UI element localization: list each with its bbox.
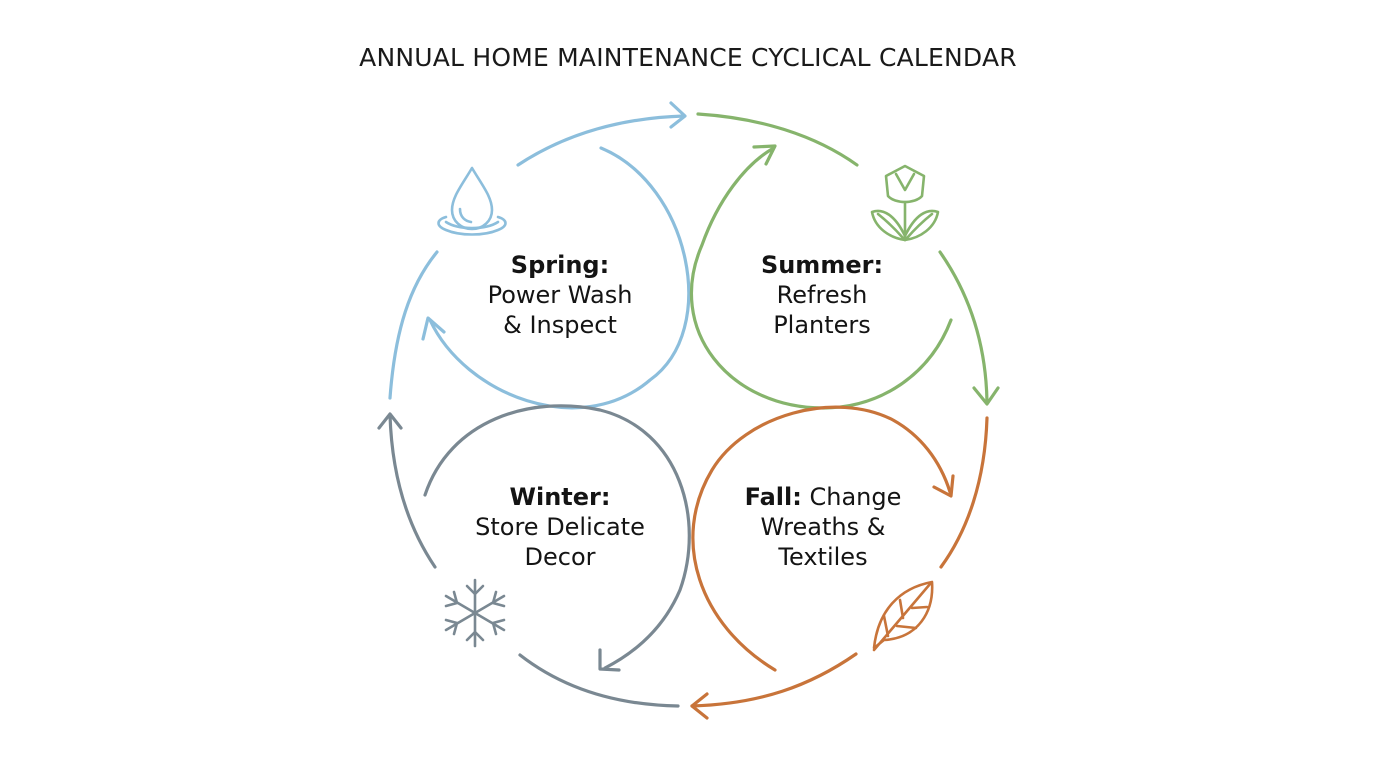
spring-inner-arrowhead [421,316,446,341]
fall-inner-arrowhead [932,474,955,498]
winter-task-line-1: Store Delicate [475,513,645,541]
winter-label: Winter: Store Delicate Decor [460,482,660,572]
tulip-icon [870,164,940,242]
spring-top-arrowhead [669,101,687,129]
winter-inner-arrowhead [598,648,621,672]
fall-outer-arc-right [939,416,989,569]
spring-label: Spring: Power Wash & Inspect [460,250,660,340]
winter-left-arrowhead [377,412,403,430]
fall-task-line-2: Wreaths & [760,513,886,541]
summer-inner-arc [689,147,953,410]
summer-outer-arc-right [938,250,989,404]
summer-season-name: Summer: [760,251,884,279]
winter-inner-arc [423,404,691,670]
summer-task-line-2: Planters [773,311,871,339]
summer-inner-arrowhead [752,144,777,166]
summer-label: Summer: Refresh Planters [722,250,922,340]
summer-cycle [689,112,1000,410]
summer-right-arrowhead [972,386,1000,406]
spring-outer-arc-top [516,114,686,167]
winter-season-name: Winter: [509,483,611,511]
spring-outer-arc [388,250,439,400]
fall-outer-arc-bottom [690,652,858,708]
diagram-title: ANNUAL HOME MAINTENANCE CYCLICAL CALENDA… [359,43,1017,72]
spring-task-line-1: Power Wash [487,281,633,309]
fall-season-name: Fall: [744,483,802,511]
fall-task-line-1: Change [809,483,902,511]
spring-cycle [388,101,691,410]
fall-label: Fall: Change Wreaths & Textiles [712,482,934,572]
water-drop-icon [437,166,507,236]
summer-outer-arc-top [696,112,859,167]
fall-cycle [690,405,989,720]
snowflake-icon [444,578,506,648]
fall-bottom-arrowhead [690,692,709,720]
leaf-icon [872,580,934,652]
winter-task-line-2: Decor [524,543,596,571]
spring-season-name: Spring: [510,251,610,279]
fall-task-line-3: Textiles [778,543,868,571]
fall-inner-arc [691,405,952,672]
spring-task-line-2: & Inspect [503,311,617,339]
spring-inner-arc [428,146,691,410]
winter-outer-arc-left [388,413,437,569]
summer-task-line-1: Refresh [776,281,868,309]
winter-cycle [377,404,691,708]
winter-outer-arc-bottom [518,653,680,708]
